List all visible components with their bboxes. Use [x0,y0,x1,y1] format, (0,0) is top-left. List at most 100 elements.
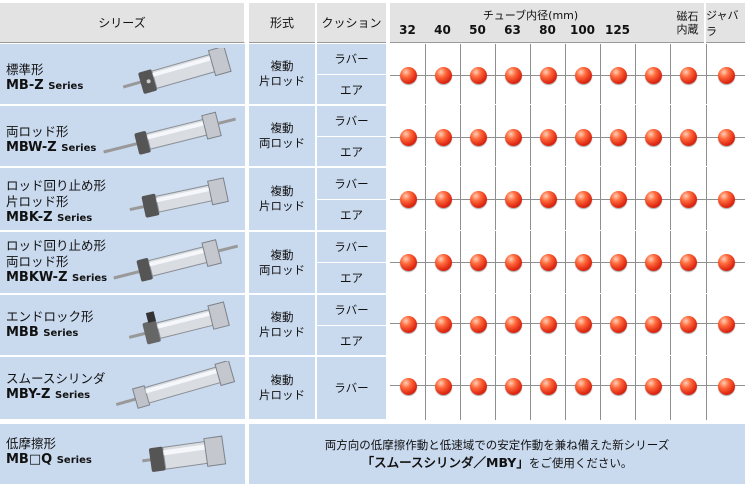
header-tube-bore: チューブ内径(mm) 32 40 50 63 80 100 125 [390,3,671,43]
series-suffix: Series [61,143,97,154]
series-code-text: MB-Z [6,78,44,93]
note-line1: 両方向の低摩擦作動と低速域での安定作動を兼ね備えた新シリーズ [324,438,670,452]
type-line: 複動 [270,121,294,135]
series-suffix: Series [43,328,79,339]
type-cell: 複動 両ロッド [249,106,315,166]
series-code: MBY-Z Series [6,387,105,404]
header-cushion: クッション [317,3,386,43]
cushion-air: エア [317,200,386,230]
available-dot [645,254,662,271]
grid-line [390,137,745,138]
row-divider [0,293,745,294]
series-suffix: Series [48,81,84,92]
available-dot [718,129,735,146]
type-line: 両ロッド [259,136,305,150]
series-name: ロッド回り止め形 片ロッド形 MBK-Z Series [6,178,106,227]
grid-line [495,44,496,420]
grid-line [460,44,461,420]
available-dot [610,378,627,395]
grid-line [390,262,745,263]
series-code: MB□Q Series [6,452,92,469]
cushion-air: エア [317,137,386,166]
available-dot [505,254,522,271]
series-name-line: 両ロッド形 [6,124,69,139]
type-cell: 複動 片ロッド [249,295,315,355]
series-suffix: Series [56,455,92,466]
note-highlight: 「スムースシリンダ／MBY」 [361,455,529,470]
available-dot [540,316,557,333]
available-dot [645,316,662,333]
series-code: MBKW-Z Series [6,270,107,287]
series-code-text: MBW-Z [6,140,57,155]
available-dot [470,129,487,146]
row-divider [0,230,745,231]
grid-line [600,44,601,420]
series-row-mbk-z: ロッド回り止め形 片ロッド形 MBK-Z Series [0,168,245,230]
available-dot [400,254,417,271]
available-dot [610,67,627,84]
available-dot [575,67,592,84]
available-dot [575,254,592,271]
note-line2-rest: をご使用ください。 [528,456,633,470]
series-name: ロッド回り止め形 両ロッド形 MBKW-Z Series [6,238,107,287]
size-125: 125 [604,23,631,37]
series-name: スムースシリンダ MBY-Z Series [6,371,105,404]
series-name-line: 両ロッド形 [6,254,69,269]
cushion-air: エア [317,326,386,355]
grid-line [635,44,636,420]
available-dot [645,191,662,208]
available-dot [610,254,627,271]
available-dot [435,316,452,333]
recommendation-note: 両方向の低摩擦作動と低速域での安定作動を兼ね備えた新シリーズ 「スムースシリンダ… [249,424,745,484]
row-divider [0,104,745,105]
available-dot [575,129,592,146]
available-dot [400,129,417,146]
available-dot [505,129,522,146]
available-dot [610,129,627,146]
available-dot [575,191,592,208]
cylinder-image [142,435,227,472]
size-100: 100 [569,23,596,37]
available-dot [400,316,417,333]
available-dot [435,254,452,271]
series-name: 標準形 MB-Z Series [6,62,83,95]
type-line: 複動 [270,247,294,262]
available-dot [470,316,487,333]
series-suffix: Series [57,213,93,224]
grid-line [706,44,707,420]
series-name-line: スムースシリンダ [6,371,106,386]
available-dot [505,67,522,84]
header-magnet-line2: 内蔵 [676,22,699,36]
series-name-line: 標準形 [6,62,44,77]
series-name-line: ロッド回り止め形 [6,178,107,193]
cushion-air: エア [317,263,386,293]
type-line: 複動 [270,184,294,198]
grid-line [390,75,745,76]
type-line: 複動 [270,59,294,73]
header-magnet: 磁石内蔵 [671,3,704,43]
available-dot [575,316,592,333]
size-80: 80 [539,23,556,37]
grid-line [390,323,745,324]
grid-line [530,44,531,420]
cylinder-image [113,239,239,282]
series-name-line: 低摩擦形 [6,436,57,451]
available-dot [680,378,697,395]
grid-line [390,199,745,200]
available-dot [680,129,697,146]
available-dot [610,316,627,333]
series-name: 両ロッド形 MBW-Z Series [6,124,96,157]
size-50: 50 [469,23,486,37]
available-dot [435,67,452,84]
series-suffix: Series [55,390,91,401]
available-dot [505,316,522,333]
available-dot [718,254,735,271]
available-dot [540,378,557,395]
series-row-mbw-z: 両ロッド形 MBW-Z Series [0,106,245,166]
row-divider [0,166,745,167]
series-code-text: MB□Q [6,452,53,467]
available-dot [435,378,452,395]
series-code: MBK-Z Series [6,210,106,227]
series-name: 低摩擦形 MB□Q Series [6,436,92,469]
cushion-rubber: ラバー [317,106,386,136]
